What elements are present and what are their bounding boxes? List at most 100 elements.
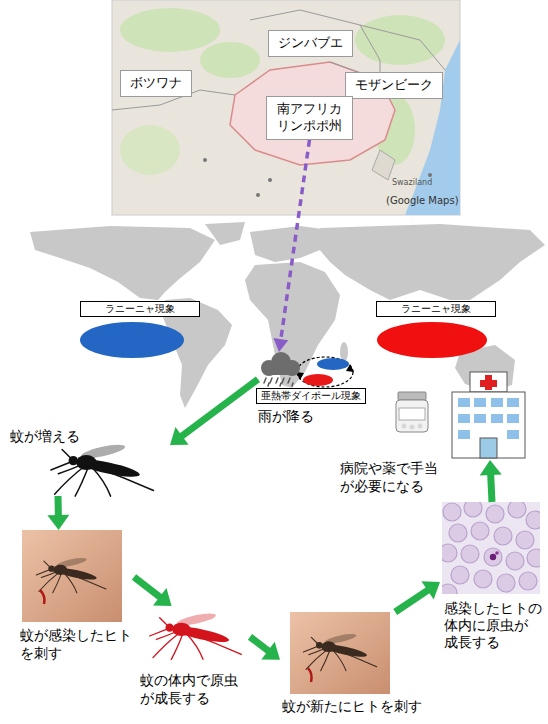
mosquito — [51, 442, 154, 496]
arrow-shaft — [395, 590, 428, 612]
infected-mosquito — [150, 611, 242, 659]
window — [458, 414, 470, 423]
bottle-cap — [398, 392, 426, 400]
blood-cell — [506, 552, 524, 570]
node-text: モザンビーク — [355, 77, 433, 94]
node-text: 蚊が感染したヒト を刺す — [20, 627, 132, 662]
blood-cell — [508, 502, 526, 518]
bottle-label — [399, 408, 425, 420]
arrow-shaft — [281, 140, 310, 340]
window — [458, 398, 470, 407]
map-border — [112, 10, 445, 110]
flow-arrow — [273, 140, 309, 352]
dipole-cold — [317, 358, 349, 370]
arrow-head — [421, 581, 440, 599]
node-text: 雨が降る — [258, 408, 314, 426]
hospital-tower — [470, 372, 507, 392]
rain-cloud — [261, 352, 300, 386]
map-label-box: ボツワナ — [120, 70, 192, 97]
phenomenon-box: 亜熱帯ダイポール現象 — [256, 388, 366, 404]
blood-streak — [40, 590, 45, 604]
arrow-head — [170, 427, 189, 445]
cold-water-ellipse — [80, 322, 184, 358]
arrow-shaft — [491, 474, 492, 502]
hospital-windows — [458, 398, 519, 439]
flow-arrow — [170, 379, 258, 445]
photo-mosquito — [303, 632, 376, 671]
window — [507, 414, 519, 423]
blood-cell — [484, 548, 502, 566]
arrow-head — [153, 588, 172, 606]
node-text: 蚊の体内で原虫 が成長する — [140, 672, 238, 707]
map-ocean — [405, 40, 460, 215]
map-label-box: ジンバブエ — [268, 30, 353, 57]
map-ground — [112, 0, 460, 215]
arrow-shaft — [181, 379, 258, 436]
infection-step: 感染したヒトの 体内に原虫が 成長する — [440, 502, 544, 662]
node-text: 蚊が新たにヒトを刺す — [282, 698, 422, 716]
map-city — [203, 158, 207, 162]
arrow-shaft — [55, 496, 62, 516]
rain-step: 雨が降る — [258, 352, 300, 386]
blood-cell — [471, 522, 489, 540]
blood-cell — [494, 527, 512, 545]
pill — [410, 425, 415, 430]
parasite — [495, 551, 499, 555]
flow-arrow — [395, 581, 440, 612]
blood-cell — [497, 574, 515, 592]
parasite — [490, 554, 496, 560]
map-city — [256, 193, 260, 197]
continent — [30, 226, 215, 300]
map-place-name: Swaziland — [392, 178, 432, 188]
map-green — [200, 42, 260, 78]
blood-cell — [519, 572, 537, 590]
blood-cell — [443, 503, 461, 521]
blood-cell — [527, 549, 540, 567]
flow-arrow — [134, 577, 172, 606]
mosquito-step: 蚊が増える — [10, 426, 170, 496]
blood-cell — [451, 566, 469, 584]
map-green — [120, 8, 220, 52]
blood-streak — [308, 668, 312, 682]
map-border — [372, 150, 395, 180]
hospital-cross — [480, 375, 497, 390]
map-city — [268, 178, 272, 182]
map-label-box: モザンビーク — [345, 72, 443, 99]
blood-cell — [442, 544, 457, 562]
window — [507, 430, 519, 439]
arrow-head — [273, 338, 288, 352]
window — [458, 430, 470, 439]
bottle-body — [396, 400, 428, 432]
flow-arrow — [47, 496, 69, 530]
bite-photo — [22, 530, 122, 622]
warm-water-ellipse — [377, 322, 487, 358]
photo-mosquito — [36, 556, 106, 593]
window — [491, 398, 503, 407]
arrow-head — [47, 515, 69, 530]
continent — [318, 224, 545, 300]
node-text: 南アフリカ リンポポ州 — [277, 101, 342, 135]
node-text: 感染したヒトの 体内に原虫が 成長する — [444, 600, 542, 651]
flow-arrow — [480, 460, 502, 502]
blood-cell — [461, 545, 479, 563]
arrow-head — [261, 642, 280, 660]
arrow-head — [480, 460, 502, 476]
node-text: ラニーニャ現象 — [105, 303, 175, 315]
dipole-loop — [297, 357, 353, 387]
pill — [402, 424, 407, 429]
node-text: ボツワナ — [130, 75, 182, 92]
arrow-shaft — [250, 637, 269, 651]
province-box: 南アフリカ リンポポ州 — [266, 96, 353, 140]
node-text: 蚊が増える — [10, 428, 80, 446]
node-text: 病院や薬で手当 が必要になる — [340, 460, 438, 495]
node-text: ラニーニャ現象 — [401, 303, 471, 315]
continent — [250, 226, 330, 262]
flow-arrow — [250, 637, 280, 660]
arrow-shaft — [134, 577, 161, 598]
phenomenon-box: ラニーニャ現象 — [80, 301, 200, 317]
node-text: 亜熱帯ダイポール現象 — [261, 390, 361, 402]
map-green — [120, 125, 180, 175]
blood-cells — [442, 502, 540, 594]
parasite-step: 蚊の体内で原虫 が成長する — [138, 606, 250, 709]
